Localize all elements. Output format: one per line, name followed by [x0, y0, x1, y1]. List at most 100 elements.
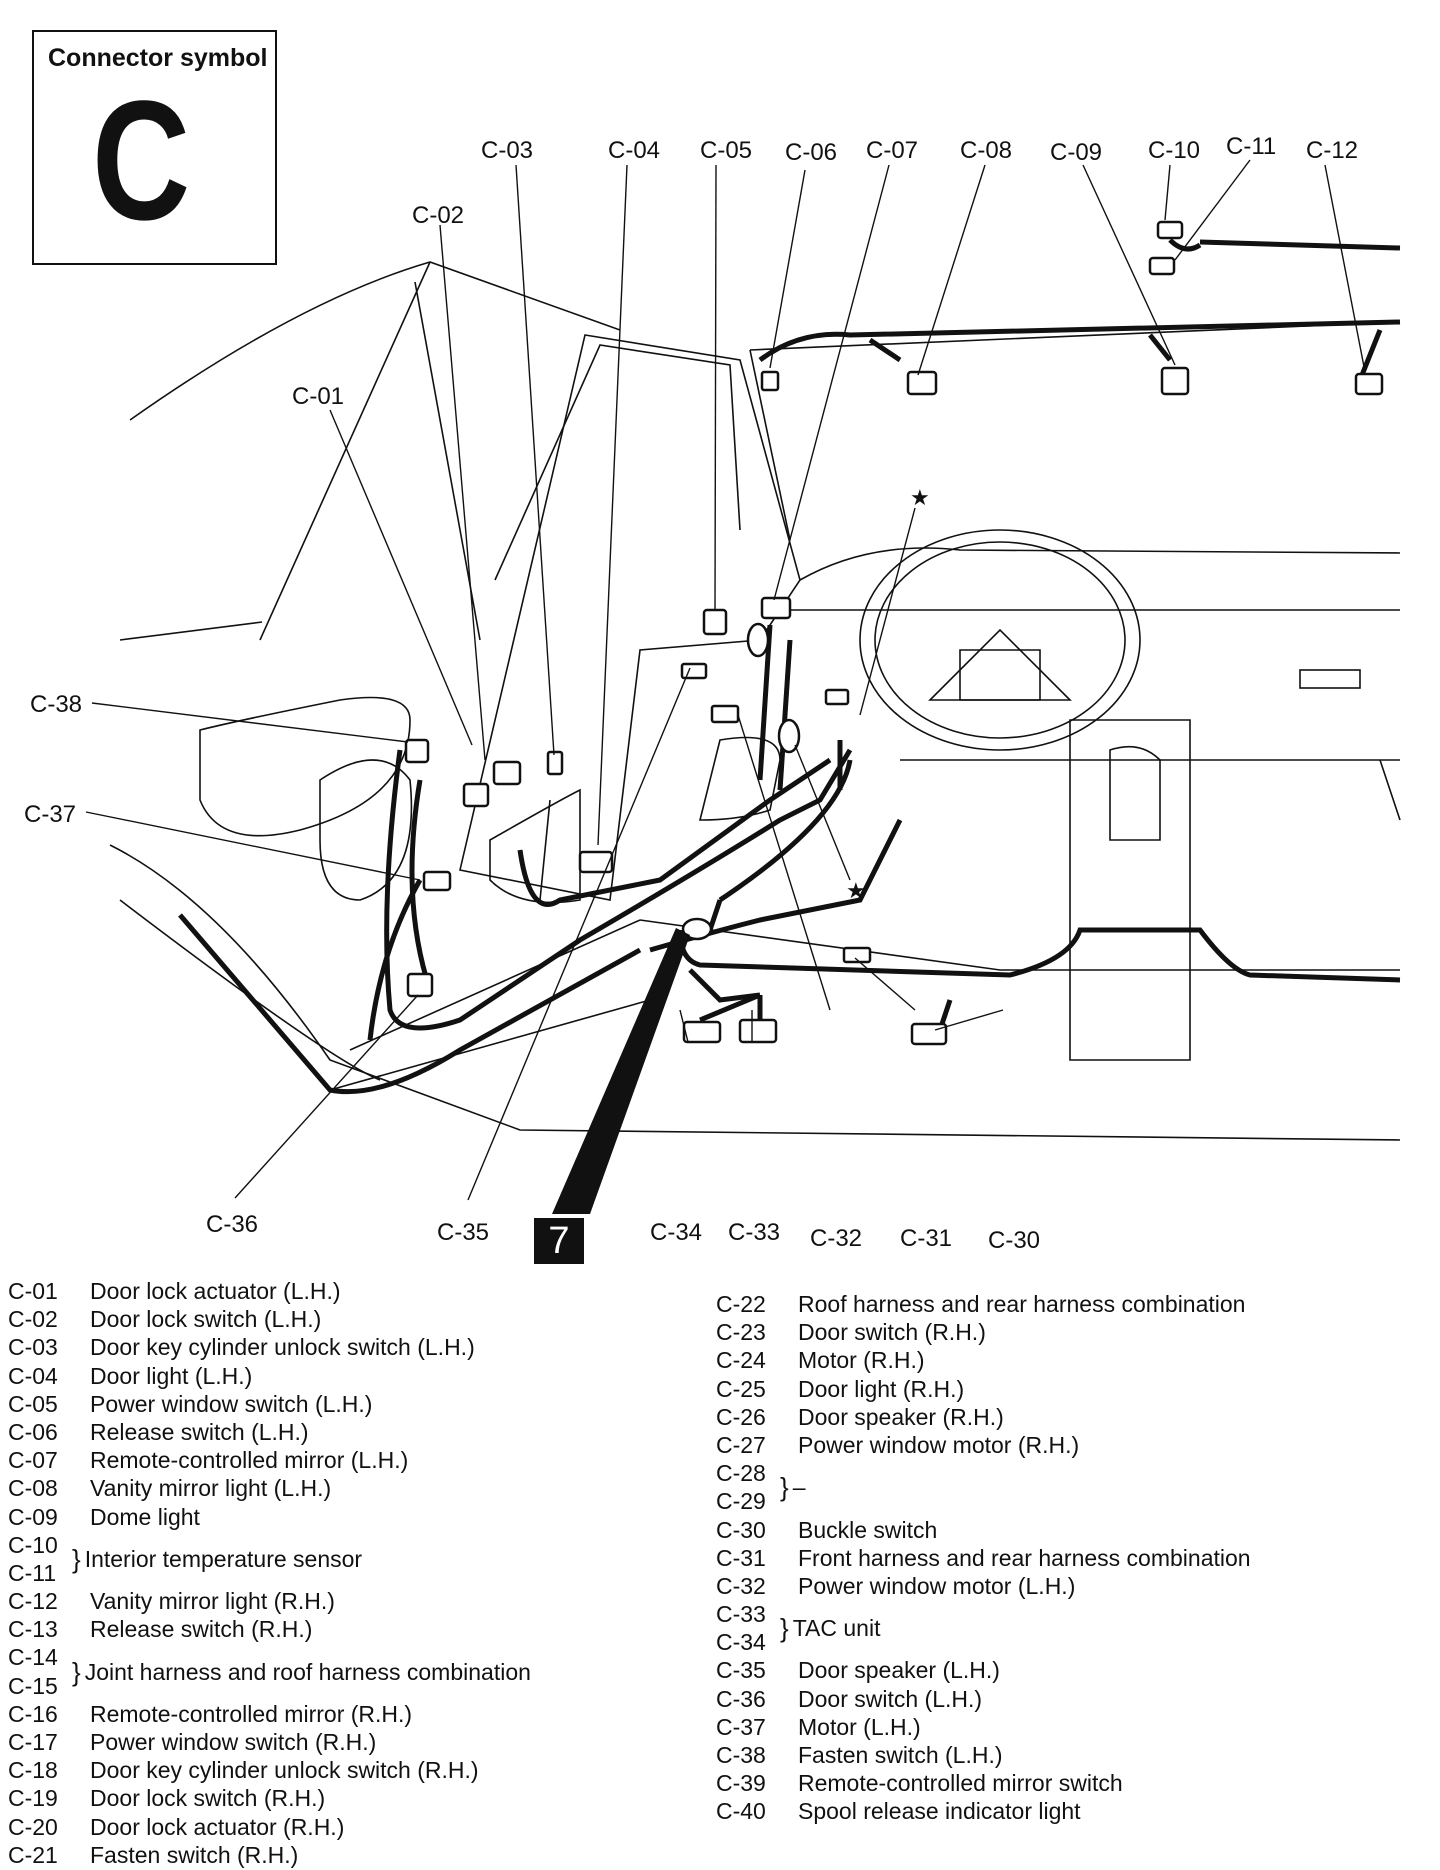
- legend-item: C-23 Door switch (R.H.): [716, 1318, 1251, 1346]
- legend-code: C-07: [8, 1447, 58, 1474]
- legend-code: C-13: [8, 1616, 58, 1643]
- legend-group-item: C-28 C-29 } –: [716, 1459, 1251, 1515]
- legend-code: C-03: [8, 1334, 58, 1361]
- legend-desc: TAC unit: [792, 1615, 881, 1642]
- legend-desc: Door lock switch (R.H.): [90, 1785, 326, 1812]
- brace-icon: }: [72, 1543, 81, 1574]
- callout-c33: C-33: [728, 1219, 780, 1246]
- legend-code: C-11: [8, 1559, 57, 1586]
- callout-c04: C-04: [608, 137, 660, 164]
- callout-c03: C-03: [481, 137, 533, 164]
- page-number-badge: 7: [534, 1218, 584, 1264]
- legend-code: C-40: [716, 1798, 766, 1825]
- legend-item: C-18 Door key cylinder unlock switch (R.H…: [8, 1756, 531, 1784]
- legend-code: C-18: [8, 1757, 58, 1784]
- legend-code: C-29: [716, 1488, 766, 1515]
- legend-desc: Door light (L.H.): [90, 1362, 253, 1389]
- connector-symbol-letter: C: [92, 66, 191, 256]
- leader-lines: [85, 159, 1366, 1201]
- page-pointer: [552, 928, 690, 1214]
- callout-c02: C-02: [412, 202, 464, 229]
- legend-item: C-13 Release switch (R.H.): [8, 1615, 531, 1643]
- legend-desc: Door speaker (R.H.): [798, 1403, 1004, 1430]
- legend-desc: Joint harness and roof harness combinati…: [84, 1658, 531, 1685]
- legend-code: C-23: [716, 1319, 766, 1346]
- legend-code: C-35: [716, 1657, 766, 1684]
- callout-c06: C-06: [785, 139, 837, 166]
- brace-icon: }: [780, 1613, 789, 1644]
- legend-code: C-15: [8, 1672, 58, 1699]
- legend-desc: Remote-controlled mirror switch: [798, 1770, 1123, 1797]
- legend-code: C-34: [716, 1629, 766, 1656]
- legend-code: C-16: [8, 1700, 58, 1727]
- callout-c01: C-01: [292, 383, 344, 410]
- legend-desc: Fasten switch (R.H.): [90, 1841, 299, 1868]
- legend-desc: –: [792, 1474, 806, 1501]
- legend-desc: Door key cylinder unlock switch (R.H.): [90, 1757, 479, 1784]
- wire-harness: [178, 238, 1401, 1095]
- legend-item: C-22 Roof harness and rear harness combin…: [716, 1290, 1251, 1318]
- callout-c38: C-38: [30, 691, 82, 718]
- legend-item: C-40 Spool release indicator light: [716, 1797, 1251, 1825]
- legend-desc: Power window switch (L.H.): [90, 1390, 373, 1417]
- legend-code: C-38: [716, 1742, 766, 1769]
- legend-desc: Door key cylinder unlock switch (L.H.): [90, 1334, 475, 1361]
- legend-item: C-38 Fasten switch (L.H.): [716, 1741, 1251, 1769]
- callout-c37: C-37: [24, 801, 76, 828]
- legend-desc: Vanity mirror light (R.H.): [90, 1588, 335, 1615]
- legend-code: C-22: [716, 1291, 766, 1317]
- legend-code: C-36: [716, 1685, 766, 1712]
- legend-code: C-26: [716, 1403, 766, 1430]
- legend-code: C-09: [8, 1503, 58, 1530]
- legend-item: C-26 Door speaker (R.H.): [716, 1403, 1251, 1431]
- callout-c05: C-05: [700, 137, 752, 164]
- legend-desc: Front harness and rear harness combinati…: [798, 1544, 1251, 1571]
- legend-code: C-01: [8, 1278, 58, 1304]
- legend-desc: Spool release indicator light: [798, 1798, 1081, 1825]
- legend-code: C-28: [716, 1460, 766, 1487]
- legend-desc: Door switch (R.H.): [798, 1319, 986, 1346]
- svg-text:★: ★: [846, 879, 866, 904]
- legend-desc: Door switch (L.H.): [798, 1685, 983, 1712]
- callout-c31: C-31: [900, 1225, 952, 1252]
- legend-desc: Fasten switch (L.H.): [798, 1742, 1003, 1769]
- legend-code: C-21: [8, 1841, 58, 1868]
- legend-code: C-08: [8, 1475, 58, 1502]
- legend-code: C-17: [8, 1729, 58, 1756]
- legend-group-codes: C-28 C-29: [716, 1459, 780, 1515]
- legend-item: C-03 Door key cylinder unlock switch (L.H…: [8, 1333, 531, 1361]
- legend-desc: Roof harness and rear harness combinatio…: [798, 1291, 1246, 1317]
- wiring-diagram: ★ ★ C-01 C-02 C-03 C-04 C-05 C: [24, 133, 1401, 1254]
- callout-c34: C-34: [650, 1219, 702, 1246]
- callout-c09: C-09: [1050, 139, 1102, 166]
- legend-code: C-27: [716, 1431, 766, 1458]
- connector-symbol-title: Connector symbol: [48, 44, 268, 72]
- legend-group-item: C-33 C-34 } TAC unit: [716, 1600, 1251, 1656]
- legend-code: C-30: [716, 1516, 766, 1543]
- legend-code: C-33: [716, 1601, 766, 1628]
- connectors: [404, 220, 1384, 1046]
- legend-code: C-05: [8, 1390, 58, 1417]
- legend-code: C-32: [716, 1572, 766, 1599]
- brace-icon: }: [72, 1656, 81, 1687]
- connector-symbol-box: Connector symbol C: [32, 30, 277, 265]
- star-markers: ★ ★: [846, 486, 930, 904]
- callout-c35: C-35: [437, 1219, 489, 1246]
- legend-desc: Release switch (R.H.): [90, 1616, 313, 1643]
- callout-c36: C-36: [206, 1211, 258, 1238]
- legend-code: C-02: [8, 1306, 58, 1333]
